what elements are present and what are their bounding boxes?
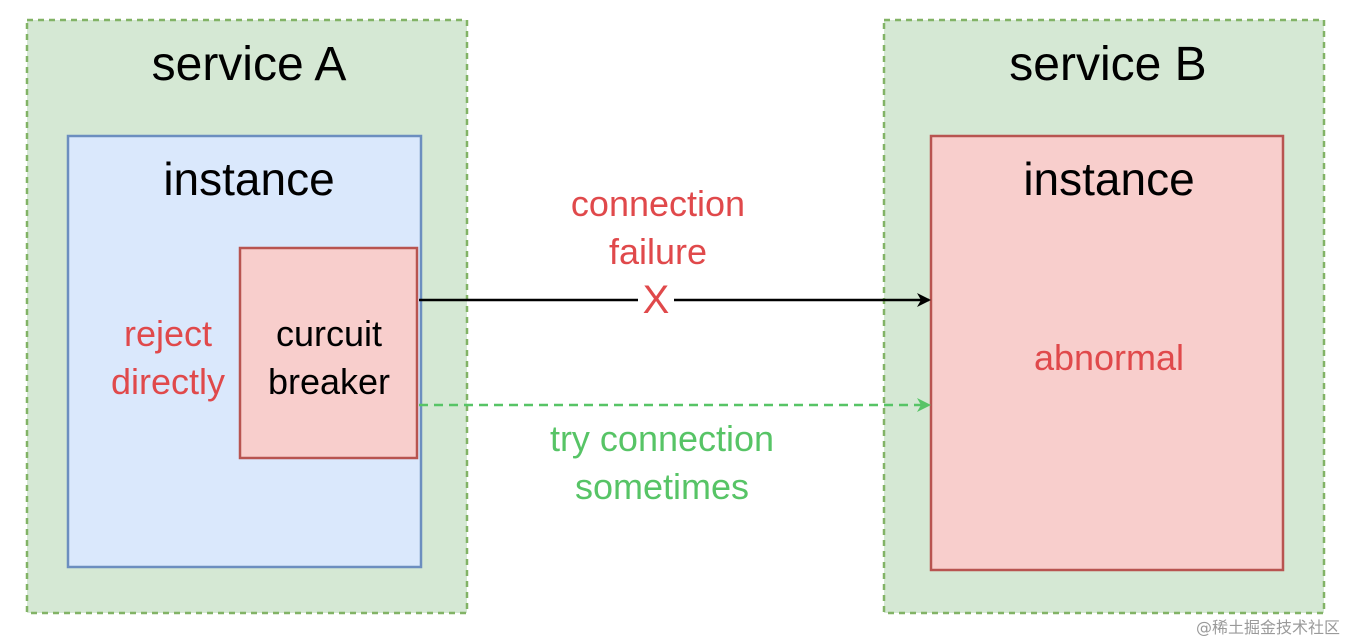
circuit-breaker: curcuit breaker — [238, 246, 419, 460]
service-a-instance: instance reject directly curcuit breaker — [66, 134, 423, 569]
service-a-instance-title: instance — [163, 153, 334, 205]
service-b-container: service B instance abnormal — [882, 18, 1326, 615]
circuit-breaker-label-line1: curcuit — [276, 313, 382, 354]
failed-connection: connection failure X — [419, 183, 931, 322]
service-a-container: service A instance reject directly curcu… — [25, 18, 469, 615]
service-b-instance: instance abnormal — [929, 134, 1285, 572]
service-b-title: service B — [1009, 38, 1206, 91]
service-b-instance-title: instance — [1023, 153, 1194, 205]
circuit-breaker-box — [238, 246, 419, 460]
retry-connection: try connection sometimes — [419, 398, 931, 507]
connection-failure-label-line1: connection — [571, 183, 745, 224]
connection-failure-x-icon: X — [643, 278, 670, 322]
service-b-instance-box — [929, 134, 1285, 572]
connection-failure-label-line2: failure — [609, 231, 707, 272]
watermark-text: @稀土掘金技术社区 — [1196, 618, 1340, 637]
try-connection-label-line1: try connection — [550, 418, 774, 459]
circuit-breaker-label-line2: breaker — [268, 361, 390, 402]
reject-label-line1: reject — [124, 313, 212, 354]
service-a-title: service A — [152, 38, 347, 91]
try-connection-label-line2: sometimes — [575, 466, 749, 507]
reject-label-line2: directly — [111, 361, 225, 402]
abnormal-status-label: abnormal — [1034, 337, 1184, 378]
